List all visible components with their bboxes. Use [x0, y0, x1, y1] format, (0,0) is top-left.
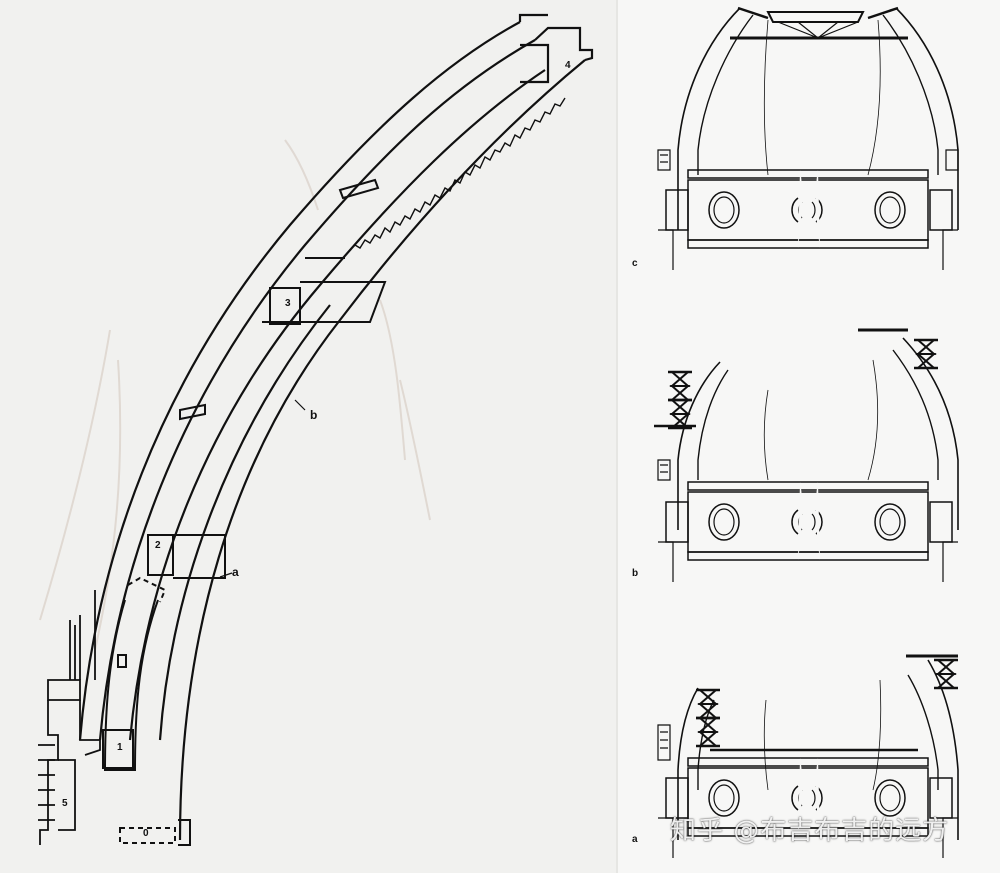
dome-view-b — [654, 328, 959, 583]
label-2: 2 — [155, 540, 161, 551]
lower-passage — [103, 599, 159, 771]
label-b: b — [310, 408, 318, 422]
label-3: 3 — [285, 298, 291, 309]
view-label-c: c — [632, 258, 638, 269]
section-drawing — [38, 13, 594, 846]
dashed-openings — [119, 576, 176, 844]
chambers — [102, 178, 387, 769]
dome-view-c — [657, 6, 959, 271]
view-label-a: a — [632, 834, 638, 845]
panel-divider — [616, 0, 619, 873]
dome-shell-section: 4 3 2 1 5 0 a b — [38, 13, 594, 846]
dome-view-a — [657, 654, 960, 859]
top-cap — [518, 13, 594, 84]
label-0: 0 — [143, 828, 149, 839]
label-a: a — [232, 565, 239, 579]
staircase — [349, 97, 566, 251]
dome-views-drawing — [654, 6, 960, 859]
leader-lines — [219, 399, 306, 578]
label-5: 5 — [62, 798, 68, 809]
pencil-marks — [39, 139, 431, 651]
shell-lines — [78, 21, 586, 841]
view-label-b: b — [632, 568, 639, 579]
dome-construction-views: c b a — [618, 0, 1000, 873]
watermark-text: 知乎 @布吉布吉的远方 — [670, 816, 950, 846]
label-1: 1 — [117, 742, 123, 753]
label-4: 4 — [565, 60, 571, 71]
drum-base — [38, 590, 101, 845]
base-post — [178, 819, 191, 846]
